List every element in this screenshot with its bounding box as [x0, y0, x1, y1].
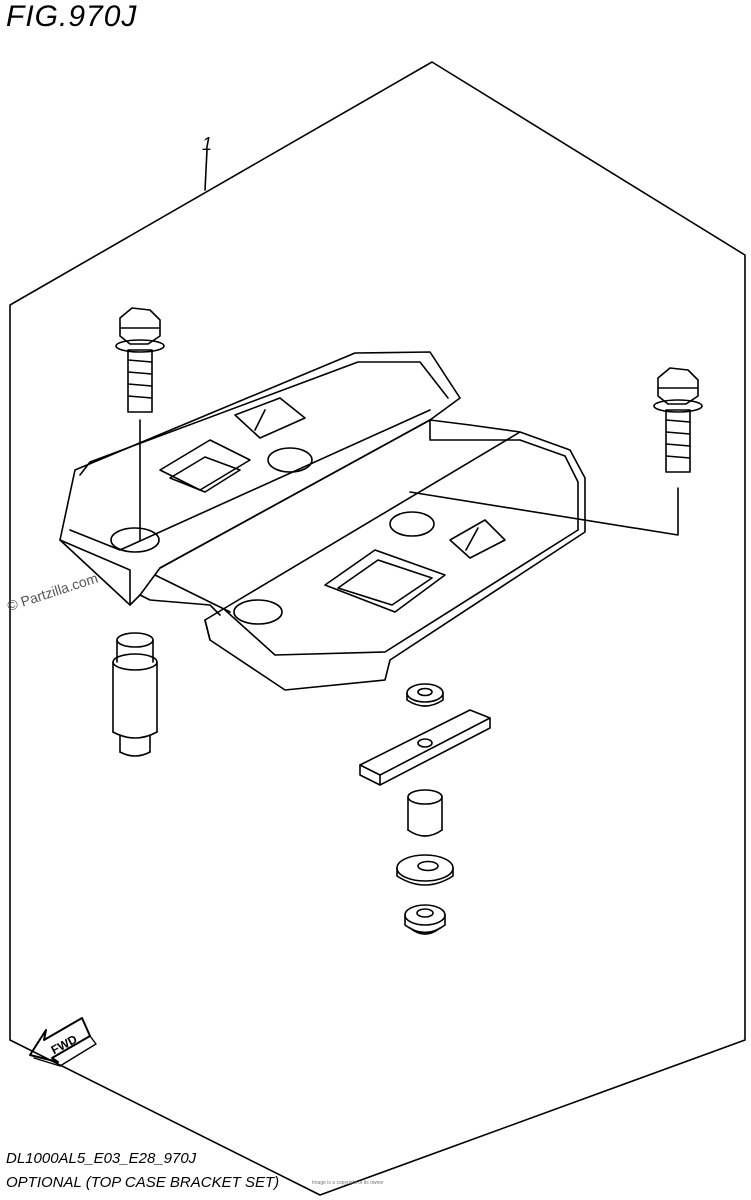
callout-1-label: 1 [202, 134, 212, 154]
collar-small [407, 789, 443, 837]
figure-caption: OPTIONAL (TOP CASE BRACKET SET) [6, 1174, 280, 1191]
figure-title: FIG.970J [6, 0, 138, 33]
fwd-arrow-icon [29, 1017, 97, 1067]
bracket-plate [59, 351, 586, 691]
callout-1-leader [204, 149, 208, 191]
footer-note: Image is a copyright of its owner [312, 1180, 384, 1186]
kit-hexagon-outline [9, 61, 746, 1196]
spacer-collar [112, 632, 158, 757]
flange-nut [404, 904, 446, 935]
washer-large [396, 854, 454, 886]
bolt-left [115, 307, 165, 541]
bolt-right [409, 367, 703, 536]
washer-small [406, 683, 444, 707]
flat-plate [359, 709, 491, 786]
model-code: DL1000AL5_E03_E28_970J [6, 1150, 197, 1167]
